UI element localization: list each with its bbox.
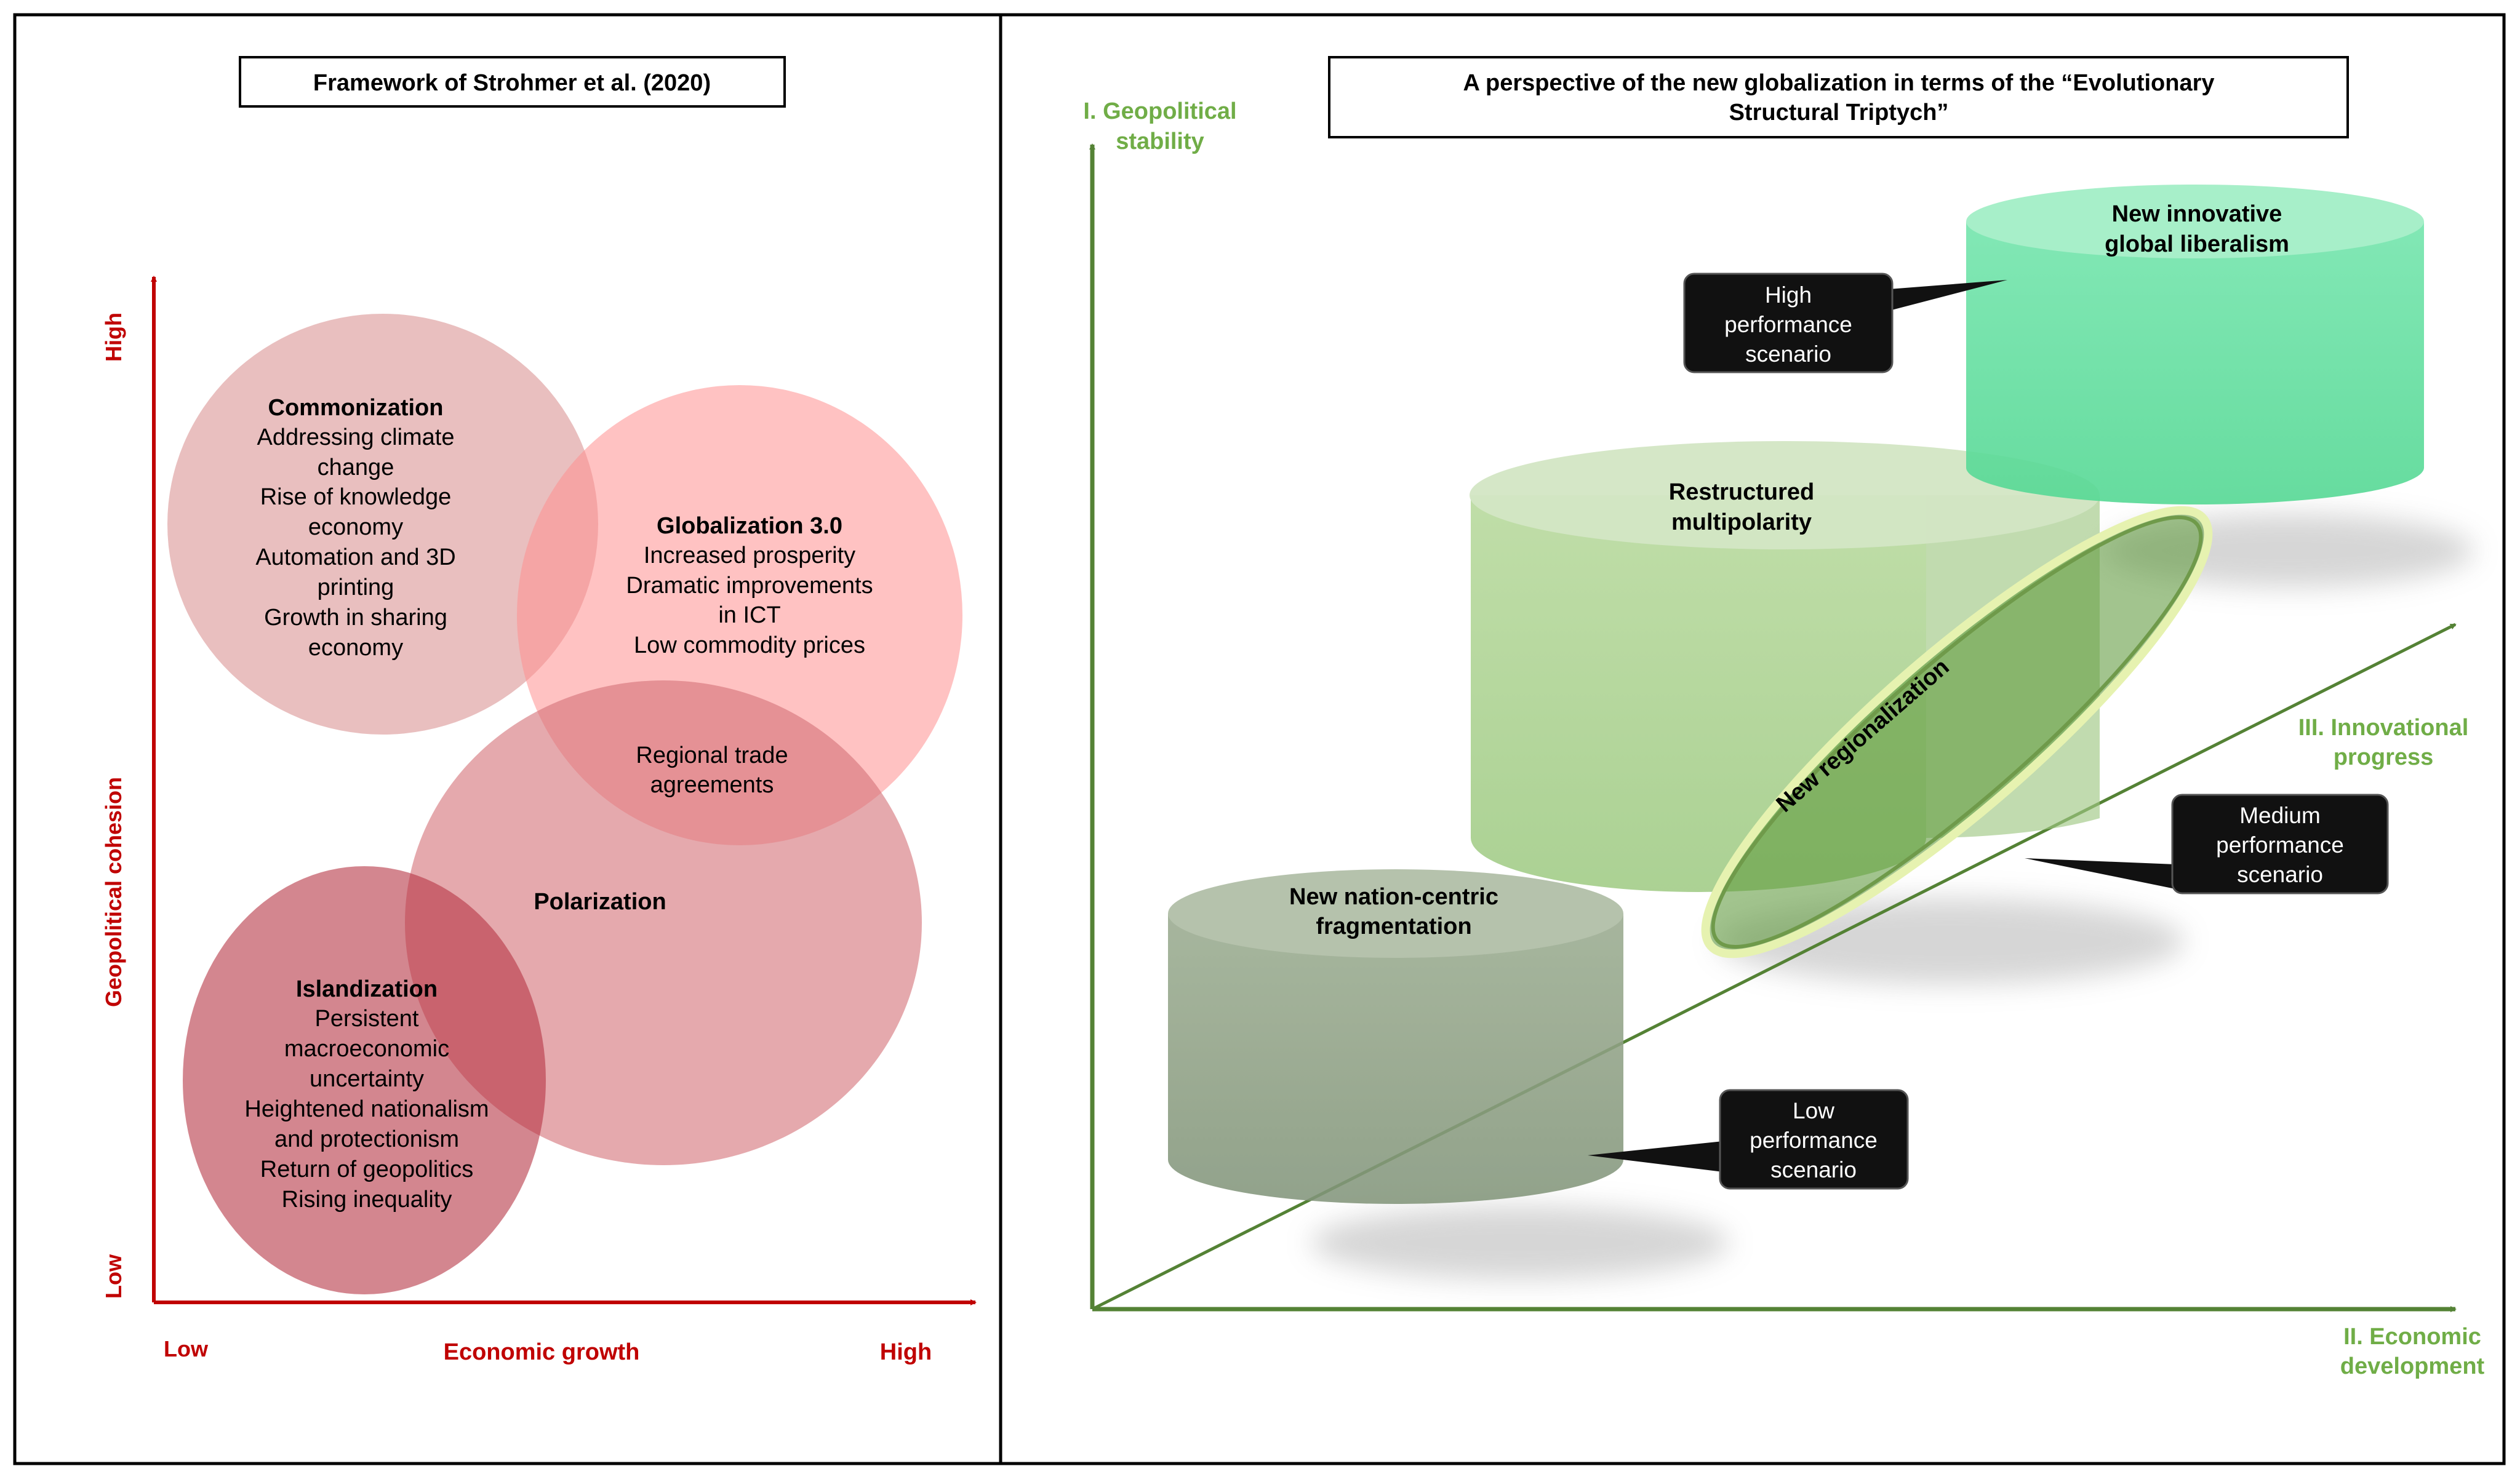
polarization-title: Polarization	[534, 889, 666, 915]
cylinder-high	[1966, 185, 2424, 504]
polarization-line: Regional trade	[636, 743, 788, 768]
islandization-title: Islandization	[296, 976, 438, 1002]
cylinder-low-label: New nation-centric	[1289, 884, 1498, 910]
cylinder-medium-label: Restructured	[1669, 479, 1815, 505]
right-panel-frame	[999, 13, 2506, 1465]
callout-high-text: High	[1765, 282, 1812, 308]
islandization-line: and protectionism	[274, 1126, 459, 1152]
callout-medium: Medium performance scenario	[2025, 794, 2389, 894]
axis-diag-label: progress	[2334, 744, 2434, 770]
commonization-circle	[167, 314, 598, 735]
callout-high: High performance scenario	[1683, 273, 2007, 373]
commonization-line: economy	[308, 514, 403, 540]
commonization-line: Rise of knowledge	[260, 484, 452, 510]
y-axis-label: Geopolitical cohesion	[101, 777, 126, 1007]
axis-diag-label: III. Innovational	[2298, 715, 2469, 741]
axis-y-label: stability	[1116, 129, 1204, 154]
callout-medium-text: Medium	[2239, 803, 2321, 828]
axis-x-label: development	[2340, 1353, 2485, 1379]
cylinder-low	[1168, 869, 1623, 1204]
y-axis-high: High	[101, 313, 126, 362]
callout-medium-text: performance	[2216, 832, 2344, 858]
shadow	[1311, 1206, 1729, 1280]
callout-low-text: scenario	[1770, 1157, 1857, 1182]
globalization-text: Globalization 3.0 Increased prosperity D…	[626, 513, 873, 658]
islandization-text: Islandization Persistent macroeconomic u…	[244, 976, 489, 1213]
globalization-title: Globalization 3.0	[657, 513, 842, 539]
commonization-title: Commonization	[268, 395, 444, 421]
commonization-line: economy	[308, 635, 403, 661]
islandization-line: Return of geopolitics	[260, 1157, 473, 1182]
callout-high-text: performance	[1724, 312, 1852, 337]
commonization-line: change	[318, 455, 394, 480]
cylinder-high-label: global liberalism	[2105, 231, 2289, 257]
polarization-text: Regional trade agreements Polarization	[534, 743, 788, 915]
axis-y-label: I. Geopolitical	[1083, 98, 1236, 124]
axis-x-label: II. Economic	[2343, 1324, 2481, 1350]
x-axis-label: Economic growth	[444, 1339, 640, 1365]
callout-medium-text: scenario	[2237, 862, 2323, 887]
islandization-line: Rising inequality	[282, 1187, 452, 1213]
callout-low-text: performance	[1750, 1128, 1878, 1153]
globalization-line: Low commodity prices	[634, 632, 865, 658]
islandization-line: Heightened nationalism	[244, 1096, 489, 1122]
commonization-line: Addressing climate	[257, 424, 454, 450]
cylinder-medium-label: multipolarity	[1671, 509, 1812, 535]
islandization-line: macroeconomic	[284, 1036, 449, 1062]
commonization-line: Growth in sharing	[264, 605, 447, 631]
islandization-line: uncertainty	[310, 1066, 424, 1092]
right-title-box	[1328, 56, 2349, 138]
globalization-line: Increased prosperity	[644, 543, 855, 568]
y-axis-low: Low	[101, 1254, 126, 1299]
x-axis-high: High	[880, 1339, 932, 1365]
callout-low: Low performance scenario	[1588, 1089, 1909, 1190]
new-regionalization-ellipse	[1701, 506, 2213, 958]
cylinder-low-label: fragmentation	[1316, 914, 1471, 939]
left-title-box	[239, 56, 786, 108]
polarization-line: agreements	[650, 772, 774, 798]
islandization-line: Persistent	[315, 1006, 419, 1032]
globalization-line: Dramatic improvements	[626, 573, 873, 599]
x-axis-low: Low	[164, 1336, 209, 1361]
commonization-line: printing	[318, 575, 394, 600]
commonization-line: Automation and 3D	[255, 544, 455, 570]
islandization-circle	[183, 866, 546, 1294]
cylinder-high-label: New innovative	[2112, 201, 2282, 227]
right-title-line1: A perspective of the new globalization i…	[1463, 70, 2214, 96]
callout-high-text: scenario	[1745, 341, 1831, 367]
callout-low-text: Low	[1793, 1098, 1834, 1123]
left-title: Framework of Strohmer et al. (2020)	[313, 70, 711, 96]
commonization-text: Commonization Addressing climate change …	[255, 395, 455, 661]
right-title-line2: Structural Triptych”	[1729, 100, 1949, 125]
globalization-line: in ICT	[718, 602, 780, 628]
